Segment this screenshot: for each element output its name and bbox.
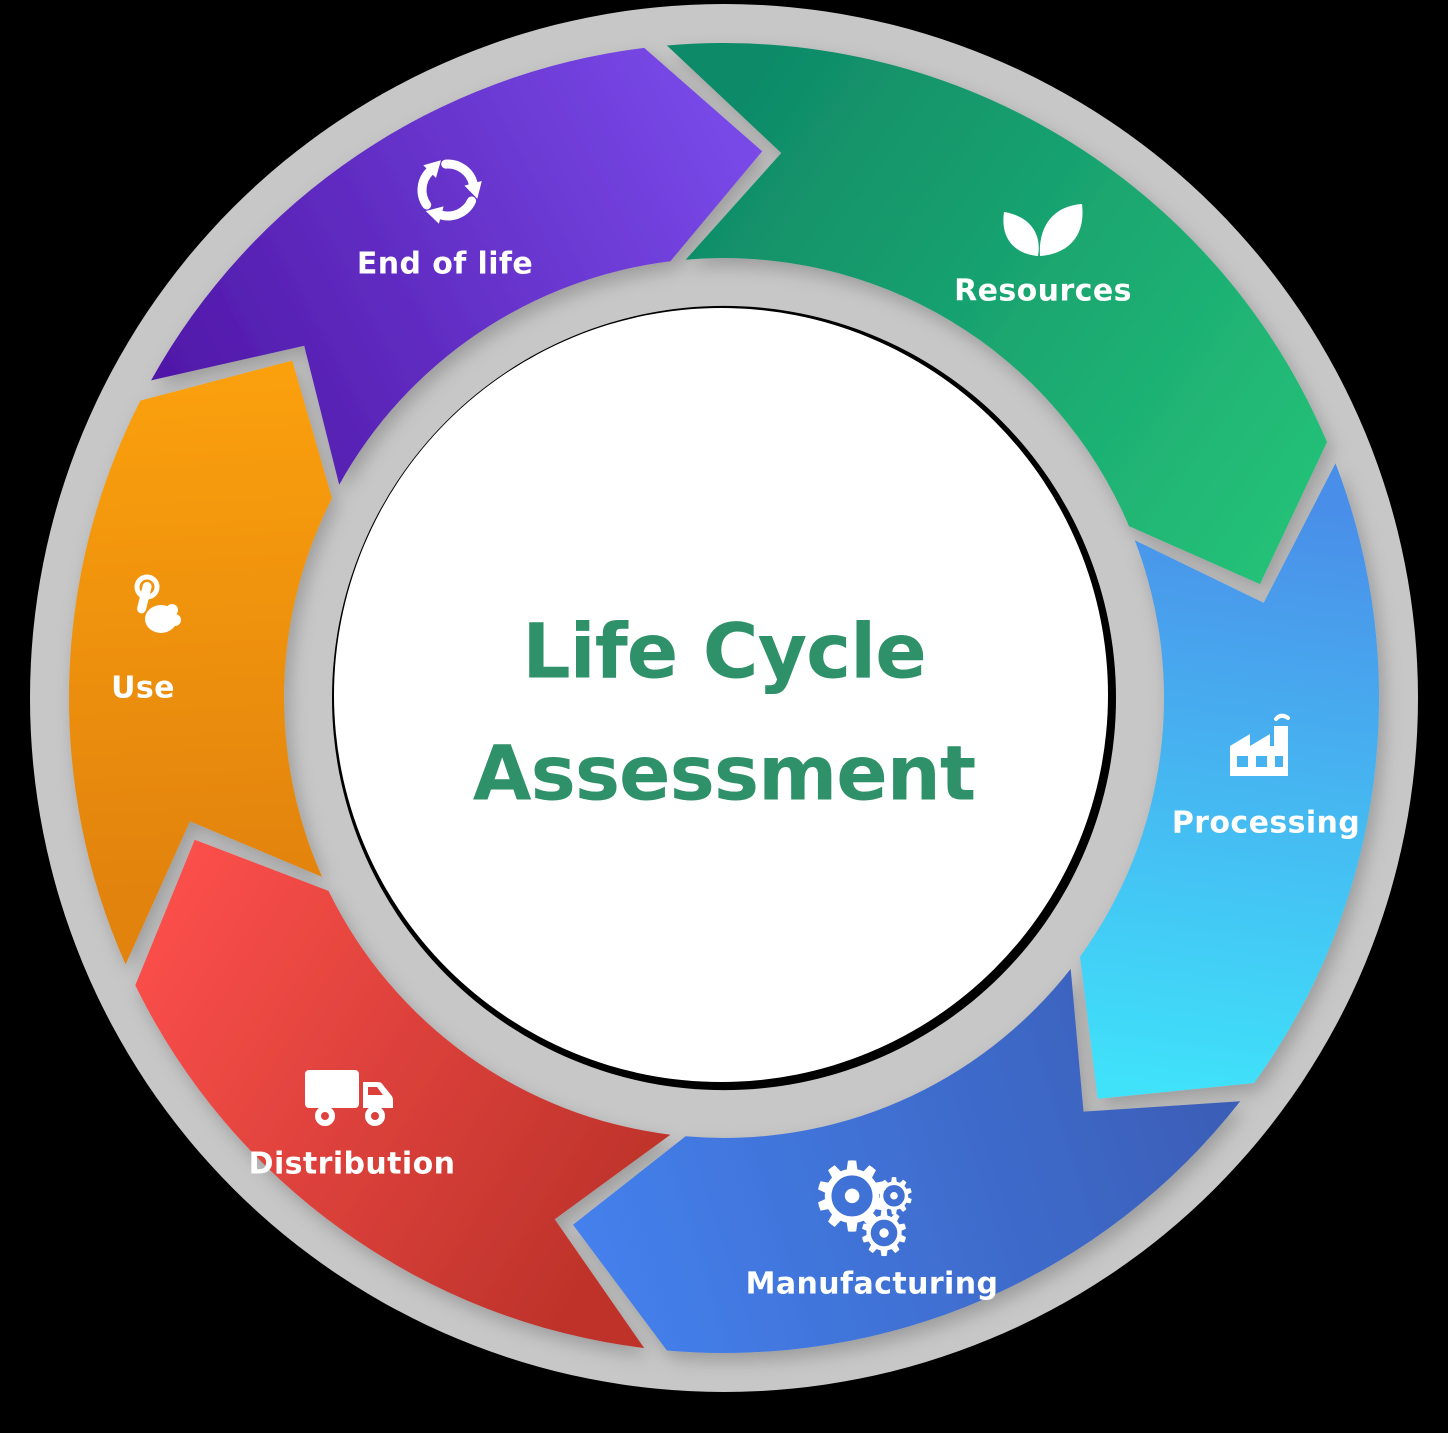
truck-wheel-rear [315,1106,335,1126]
truck-icon [305,1070,393,1126]
leaf-left [1003,212,1039,256]
label-use: Use [111,670,175,706]
gear-medium-icon: ⚙ [856,1196,912,1270]
truck-cab [363,1082,393,1108]
tap-finger [137,582,152,614]
label-processing: Processing [1171,805,1361,841]
segment-resources [666,43,1327,585]
center-circle [334,308,1108,1082]
factory-building [1230,726,1288,776]
label-manufacturing: Manufacturing [745,1266,999,1302]
diagram-title: Life Cycle Assessment [472,590,976,833]
segment-processing [1080,463,1380,1099]
factory-icon [1230,713,1290,776]
recycle-icon [409,156,482,232]
segment-use [68,360,332,965]
tap-icon [134,574,181,633]
gear-small-icon: ⚙ [871,1167,917,1226]
truck-wheel-front [365,1106,385,1126]
tap-knuckle-1 [166,604,178,616]
segment-manufacturing [573,968,1241,1354]
label-distribution: Distribution [248,1146,456,1182]
label-resources: Resources [954,273,1132,309]
segment-end-of-life [151,47,763,485]
truck-box [305,1070,359,1108]
gear-large-icon: ⚙ [808,1141,896,1254]
segment-distribution [135,839,671,1349]
title-line-1: Life Cycle [522,606,927,696]
tap-knuckle-2 [169,614,181,626]
factory-smoke [1274,713,1290,721]
leaf-icon [1003,204,1083,256]
title-line-2: Assessment [472,728,976,817]
label-end-of-life: End of life [356,246,534,282]
leaf-right [1039,204,1083,256]
